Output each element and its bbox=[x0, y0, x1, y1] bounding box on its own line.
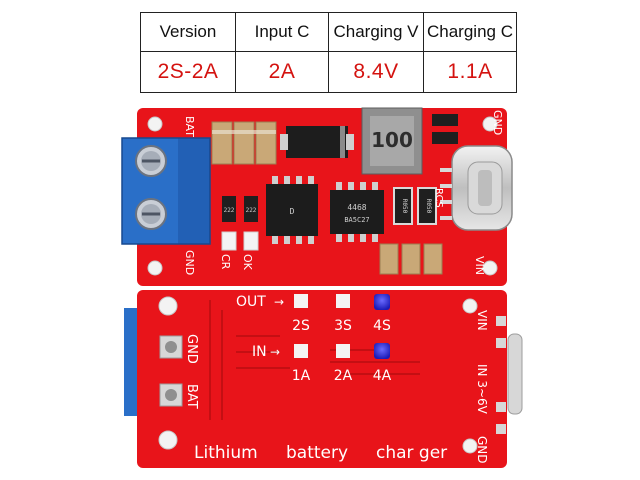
svg-text:R050: R050 bbox=[425, 199, 432, 214]
label-input-range: IN 3~6V bbox=[475, 364, 489, 415]
label-2s: 2S bbox=[292, 318, 310, 334]
bottom-pcb bbox=[137, 290, 507, 468]
mount-hole bbox=[147, 260, 163, 276]
svg-text:4468: 4468 bbox=[347, 203, 366, 212]
solder-pad bbox=[496, 338, 506, 348]
label-2a: 2A bbox=[334, 368, 353, 384]
capacitor bbox=[255, 121, 277, 165]
inductor-marking: 100 bbox=[371, 128, 413, 152]
mount-hole bbox=[462, 438, 478, 454]
led-out-4s bbox=[374, 294, 390, 310]
resistor bbox=[432, 132, 458, 144]
resistor bbox=[432, 114, 458, 126]
label-out: OUT bbox=[236, 294, 266, 310]
spec-header-row: Version Input C Charging V Charging C bbox=[140, 12, 517, 52]
bottom-board: GND BAT OUT → 2S 3S 4S IN → 1A 2A 4A VIN… bbox=[124, 290, 523, 468]
top-board: BAT GND 100 GND bbox=[121, 107, 513, 286]
footer-word-battery: battery bbox=[286, 443, 348, 463]
resistor bbox=[417, 187, 437, 225]
label-rcs: RCS bbox=[433, 188, 444, 208]
svg-text:222: 222 bbox=[246, 207, 257, 214]
resistor bbox=[222, 196, 236, 222]
led-ok bbox=[243, 231, 259, 251]
footer-word-charger: char ger bbox=[376, 443, 447, 463]
resistor bbox=[244, 196, 258, 222]
capacitor bbox=[423, 243, 443, 275]
label-bat-bottom-left: BAT bbox=[184, 384, 199, 409]
solder-pad bbox=[496, 402, 506, 412]
label-vin-bottom: VIN bbox=[475, 310, 489, 331]
value-charging-current: 1.1A bbox=[423, 51, 517, 93]
svg-text:BA5C27: BA5C27 bbox=[344, 216, 369, 224]
capacitor bbox=[401, 243, 421, 275]
value-charging-voltage: 8.4V bbox=[328, 51, 424, 93]
header-charging-current: Charging C bbox=[423, 12, 517, 52]
label-vin-top: VIN bbox=[473, 256, 486, 275]
spec-value-row: 2S-2A 2A 8.4V 1.1A bbox=[140, 51, 517, 93]
label-bat-top: BAT bbox=[183, 116, 196, 137]
chip-left: D bbox=[266, 176, 318, 244]
terminal-edge bbox=[124, 308, 138, 416]
resistor bbox=[393, 187, 413, 225]
usb-c-port bbox=[440, 145, 513, 231]
label-gnd-bottom-left: GND bbox=[184, 334, 199, 364]
header-input-current: Input C bbox=[235, 12, 329, 52]
mount-hole bbox=[462, 298, 478, 314]
label-4s: 4S bbox=[373, 318, 391, 334]
spec-table: Version Input C Charging V Charging C 2S… bbox=[140, 12, 517, 93]
label-gnd-top-left: GND bbox=[183, 250, 196, 275]
mount-hole bbox=[482, 116, 498, 132]
led-in-4a bbox=[374, 343, 390, 359]
capacitor bbox=[211, 121, 233, 165]
svg-text:R050: R050 bbox=[401, 199, 408, 214]
label-3s: 3S bbox=[334, 318, 352, 334]
footer-word-lithium: Lithium bbox=[194, 443, 258, 463]
label-ok: OK bbox=[241, 254, 254, 271]
chip-right: 4468 BA5C27 bbox=[330, 182, 384, 242]
mount-hole bbox=[482, 260, 498, 276]
label-gnd-bottom-right: GND bbox=[475, 436, 489, 464]
capacitor bbox=[379, 243, 399, 275]
capacitor bbox=[233, 121, 255, 165]
pad-in-2a bbox=[336, 344, 350, 358]
screw-terminal bbox=[121, 137, 211, 245]
svg-text:D: D bbox=[290, 207, 295, 216]
label-1a: 1A bbox=[292, 368, 311, 384]
label-cr: CR bbox=[219, 254, 232, 270]
mount-hole bbox=[158, 430, 178, 450]
inductor: 100 bbox=[361, 107, 423, 175]
pad-in-1a bbox=[294, 344, 308, 358]
solder-pad bbox=[496, 424, 506, 434]
pad-out-3s bbox=[336, 294, 350, 308]
pad-out-2s bbox=[294, 294, 308, 308]
label-gnd-top-right: GND bbox=[491, 110, 504, 135]
led-cr bbox=[221, 231, 237, 251]
solder-pad bbox=[496, 316, 506, 326]
svg-text:222: 222 bbox=[224, 207, 235, 214]
pcb-traces bbox=[209, 300, 290, 420]
mount-hole bbox=[147, 116, 163, 132]
header-version: Version bbox=[140, 12, 236, 52]
label-4a: 4A bbox=[373, 368, 392, 384]
diode bbox=[286, 126, 348, 158]
usb-c-back bbox=[507, 333, 523, 415]
arrow-right-icon: → bbox=[270, 345, 280, 359]
mount-hole bbox=[158, 296, 178, 316]
label-in: IN bbox=[252, 344, 267, 360]
arrow-right-icon: → bbox=[274, 295, 284, 309]
